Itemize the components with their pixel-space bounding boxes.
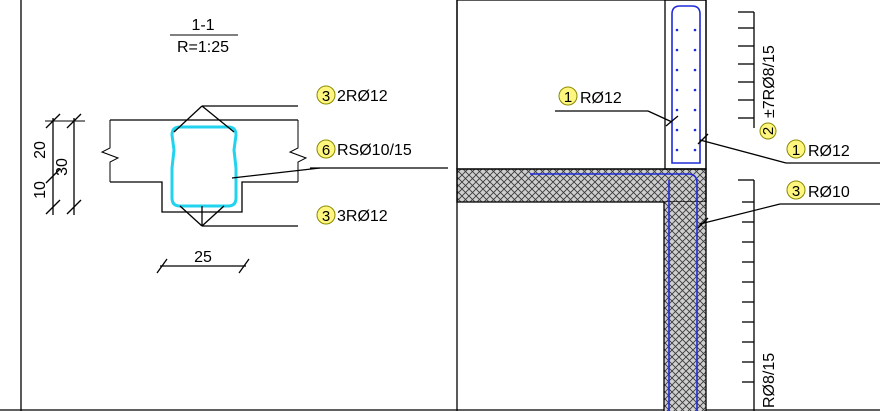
callout-text: RØ10	[808, 184, 850, 201]
rebar-slab	[530, 173, 698, 411]
callout-bottom-bars: 3 3RØ12	[316, 205, 388, 225]
callout-text: RØ12	[580, 90, 622, 107]
mark-number: 6	[322, 142, 330, 159]
callout-top-bars: 3 2RØ12	[316, 85, 388, 105]
vertical-dimensions: 20 10 30	[32, 113, 85, 215]
callout-text: 2RØ12	[337, 88, 388, 105]
callout-upper-rebar: 1 RØ12	[555, 86, 679, 127]
elevation-view: 2 ±7RØ8/15 RØ8/15 1 RØ12	[456, 0, 880, 411]
callout-text: 3RØ12	[337, 208, 388, 225]
callout-column-rebar: 3 RØ10	[697, 180, 880, 229]
callout-right-rebar: 1 RØ12	[697, 133, 880, 164]
dim-20: 20	[32, 141, 49, 159]
stirrup-scale-top: 2 ±7RØ8/15	[738, 11, 778, 140]
section-1-1: 1-1 R=1:25 20 10 30	[32, 17, 448, 274]
section-title: 1-1	[191, 17, 214, 34]
rebar-upper	[671, 5, 701, 164]
beam-outline	[110, 119, 298, 213]
dim-25: 25	[194, 249, 212, 266]
stirrup-cyan	[170, 125, 238, 208]
mark-number: 2	[760, 127, 777, 135]
mark-number: 1	[564, 89, 572, 106]
section-scale: R=1:25	[177, 39, 229, 56]
break-line-left	[100, 120, 120, 182]
column-hatch	[664, 202, 706, 411]
rebar-dots	[675, 28, 697, 152]
stirrup-text: ±7RØ8/15	[761, 45, 778, 118]
callout-stirrups: 6 RSØ10/15	[316, 139, 412, 159]
callout-text: RSØ10/15	[337, 142, 412, 159]
mark-number: 1	[792, 142, 800, 159]
break-line-right	[288, 120, 308, 182]
mark-number: 3	[322, 88, 330, 105]
dim-30: 30	[54, 158, 71, 176]
horizontal-dimension: 25	[156, 249, 250, 274]
dim-10: 10	[32, 181, 49, 199]
mark-number: 3	[792, 183, 800, 200]
stirrup-text: RØ8/15	[761, 353, 778, 408]
callout-text: RØ12	[808, 143, 850, 160]
stirrup-scale-bottom: RØ8/15	[738, 179, 778, 411]
mark-number: 3	[322, 208, 330, 225]
